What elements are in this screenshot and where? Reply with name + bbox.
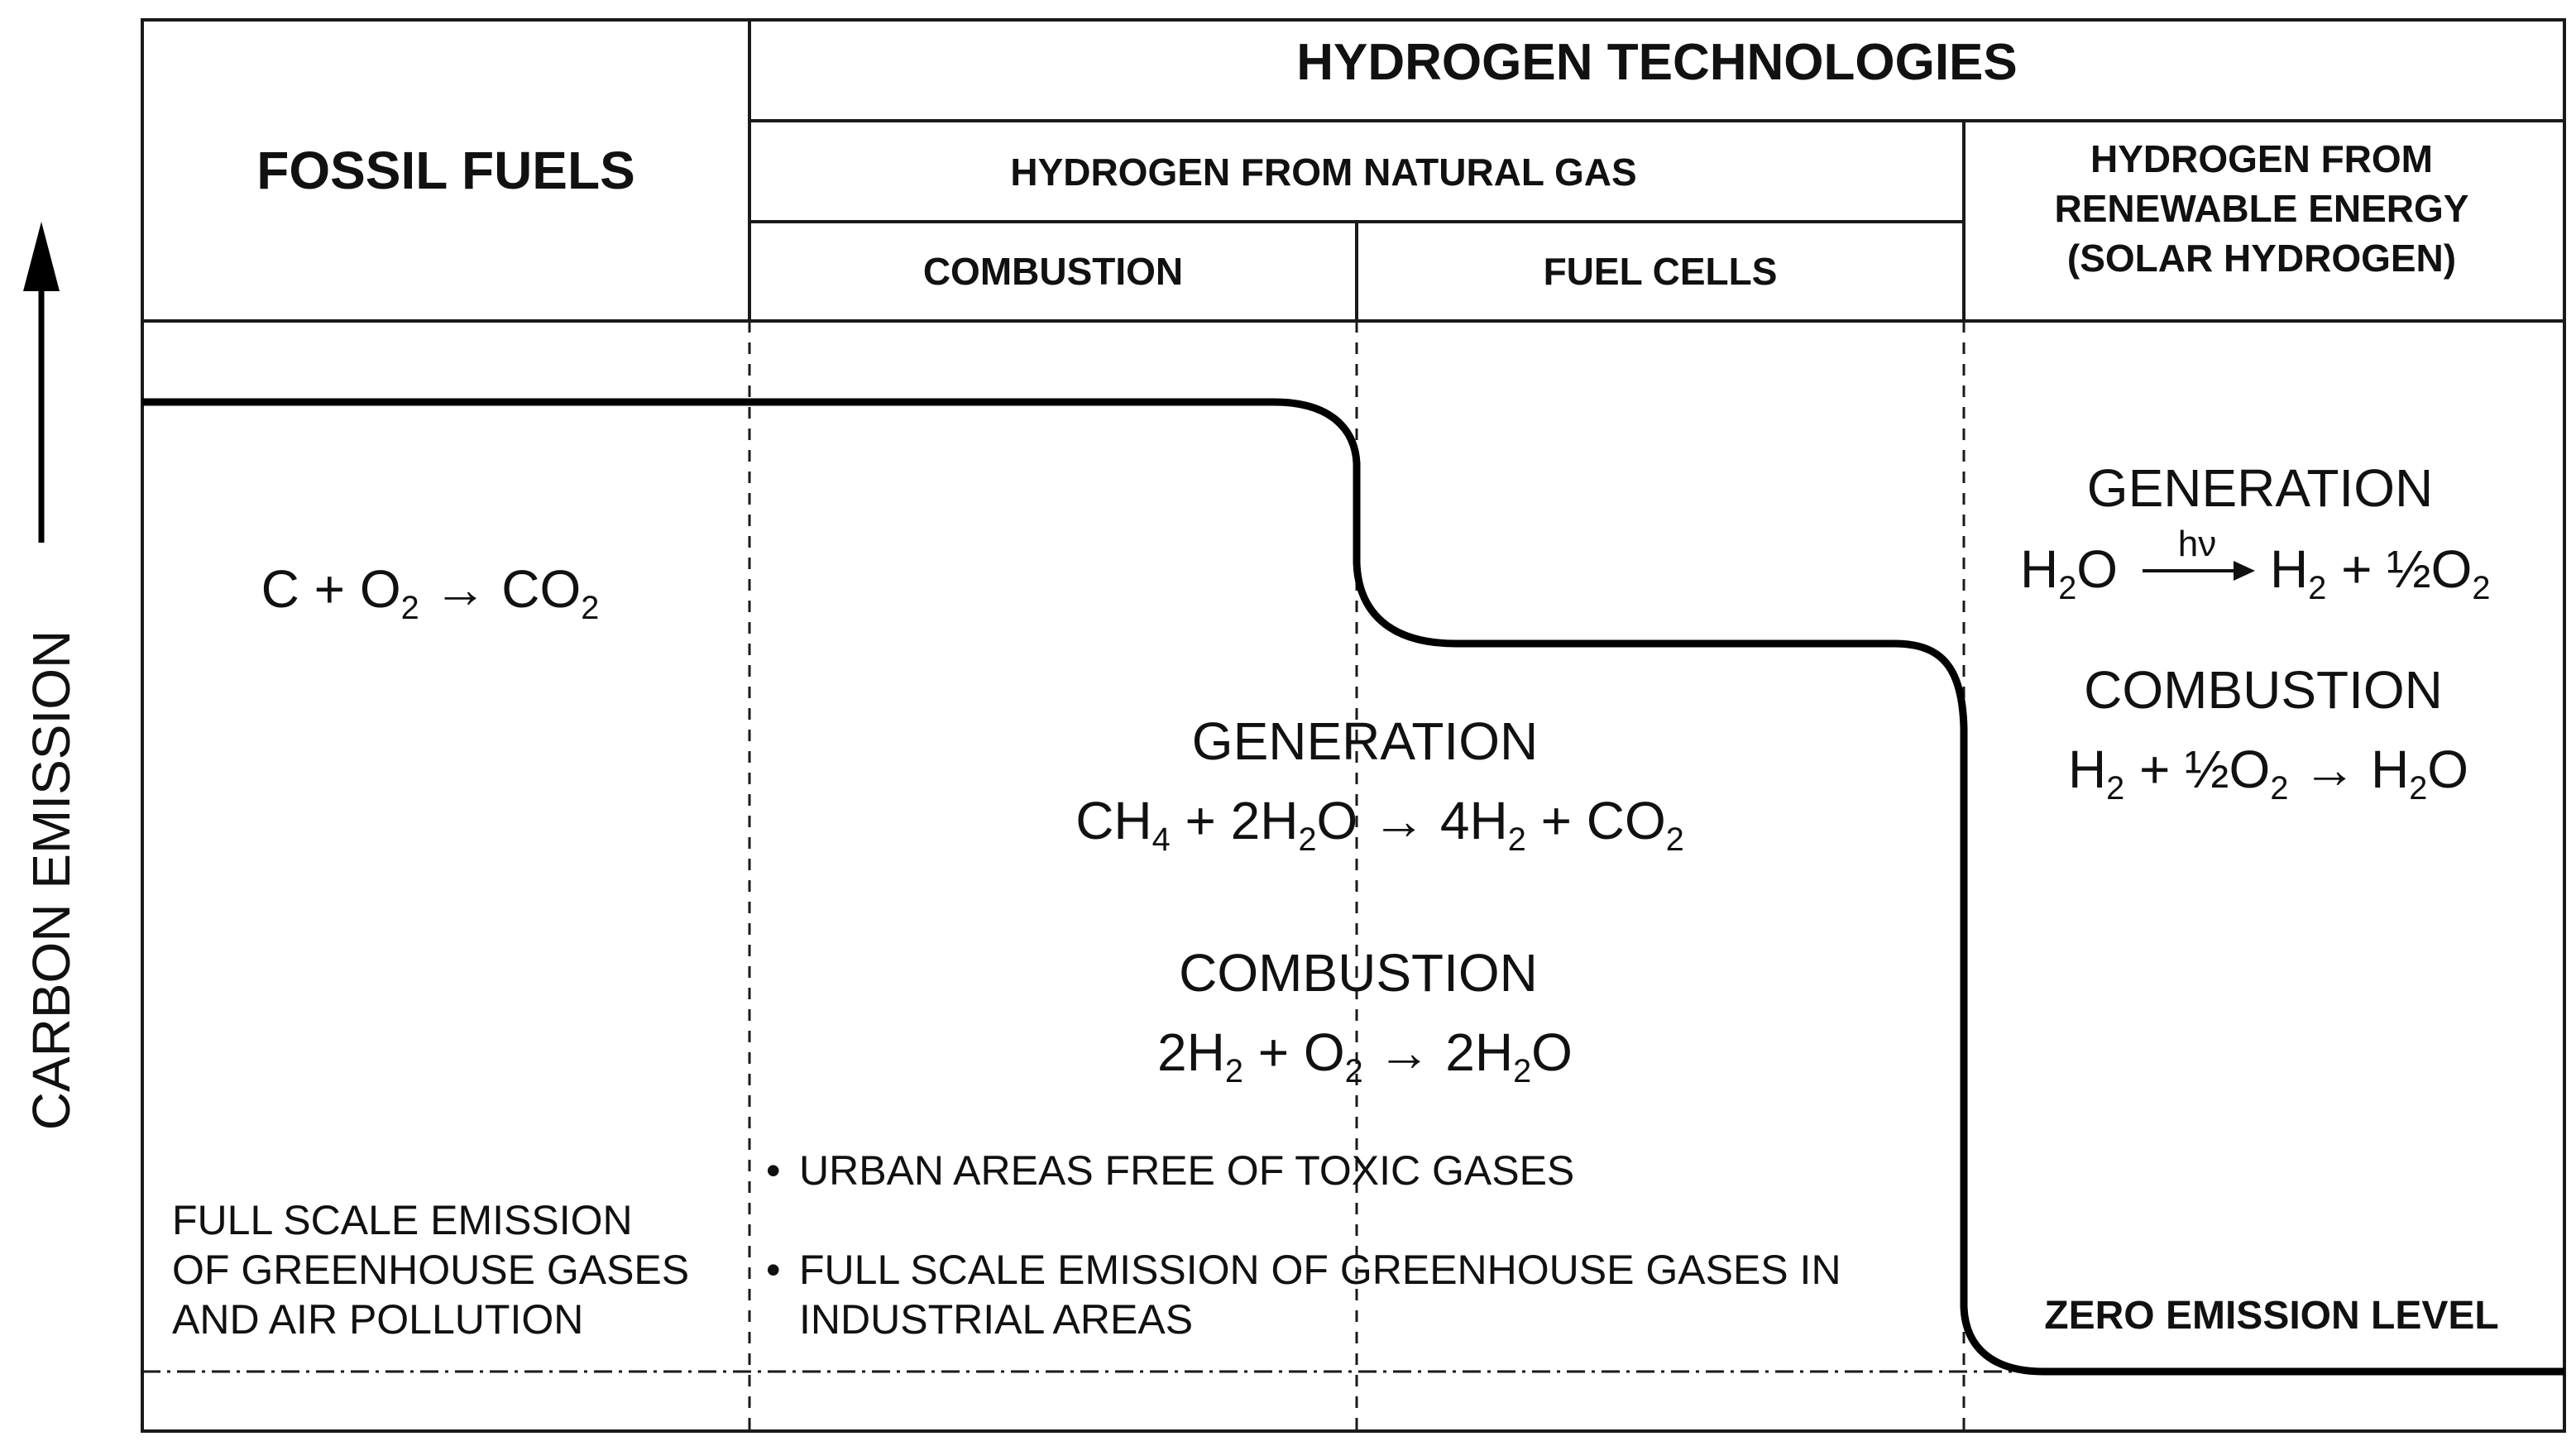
fossil-equation: C + O2 → CO2 [261, 559, 600, 626]
zero-emission-label: ZERO EMISSION LEVEL [2044, 1294, 2498, 1338]
renewable-arrow-label: hν [2178, 524, 2216, 564]
bullet-urban-areas: URBAN AREAS FREE OF TOXIC GASES [799, 1147, 1574, 1194]
fossil-note-line3: AND AIR POLLUTION [172, 1296, 583, 1343]
renewable-header-line1: HYDROGEN FROM [2090, 137, 2433, 180]
bullet-industrial-line2: INDUSTRIAL AREAS [799, 1296, 1193, 1343]
natural-gas-combustion-equation: 2H2 + O2 → 2H2O [1157, 1022, 1573, 1089]
axis-label: CARBON EMISSION [22, 630, 81, 1131]
natural-gas-generation-title: GENERATION [1192, 711, 1538, 771]
renewable-header-line3: (SOLAR HYDROGEN) [2067, 237, 2456, 280]
fossil-note-line2: OF GREENHOUSE GASES [172, 1247, 689, 1293]
fossil-fuels-header: FOSSIL FUELS [256, 141, 635, 200]
renewable-generation-left: H2O [2020, 539, 2118, 606]
axis-arrow-head [23, 222, 60, 291]
renewable-reaction-arrow-head [2234, 561, 2255, 581]
hydrogen-technologies-header: HYDROGEN TECHNOLOGIES [1296, 34, 2018, 91]
bullet-dot-1: • [766, 1147, 781, 1194]
natural-gas-combustion-title: COMBUSTION [1179, 943, 1538, 1003]
bullet-industrial-line1: FULL SCALE EMISSION OF GREENHOUSE GASES … [799, 1247, 1841, 1293]
emission-step-curve [142, 398, 2564, 1376]
natural-gas-header: HYDROGEN FROM NATURAL GAS [1010, 151, 1636, 194]
renewable-header-line2: RENEWABLE ENERGY [2055, 187, 2469, 230]
renewable-combustion-equation: H2 + ½O2 → H2O [2068, 740, 2468, 807]
fuel-cells-subheader: FUEL CELLS [1544, 250, 1778, 293]
fossil-note-line1: FULL SCALE EMISSION [172, 1197, 633, 1243]
renewable-combustion-title: COMBUSTION [2084, 660, 2443, 720]
bullet-dot-2: • [766, 1247, 781, 1293]
renewable-generation-right: H2 + ½O2 [2270, 539, 2490, 606]
renewable-generation-title: GENERATION [2087, 458, 2433, 518]
diagram-frame [141, 18, 2566, 1433]
combustion-subheader: COMBUSTION [923, 250, 1183, 293]
natural-gas-generation-equation: CH4 + 2H2O → 4H2 + CO2 [1075, 791, 1684, 858]
